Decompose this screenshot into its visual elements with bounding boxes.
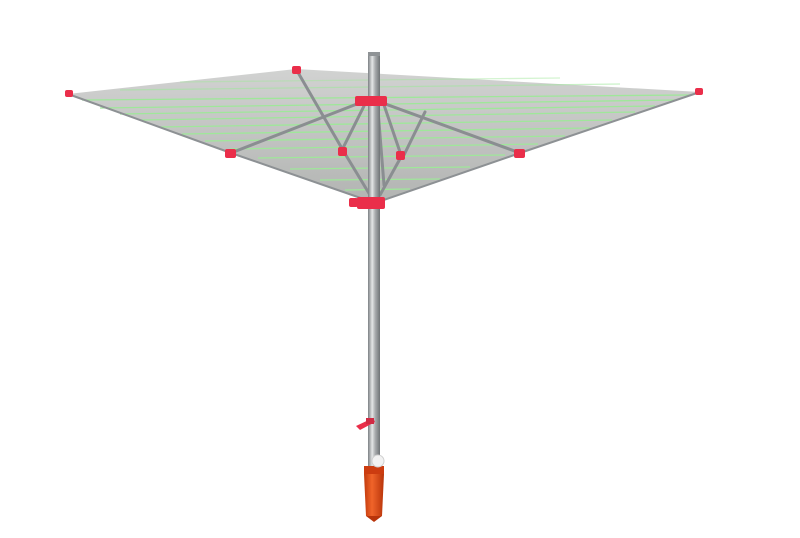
spike-cap — [371, 454, 385, 468]
arm-tip-connector — [695, 88, 703, 95]
strut-connector — [338, 147, 347, 156]
strut-connector — [396, 151, 405, 160]
frame-outline — [67, 91, 701, 204]
arm-tip-connector — [292, 66, 301, 74]
ground-spike — [364, 454, 385, 522]
arm-joint-connector — [225, 149, 236, 158]
height-clip — [356, 418, 375, 430]
central-pole — [368, 52, 380, 472]
connectors — [65, 66, 703, 209]
arm-joint-connector — [514, 149, 525, 158]
frame-corner-connector — [349, 198, 358, 207]
top-hub-connector — [355, 96, 387, 106]
lower-hub-connector — [357, 197, 385, 209]
arm-tip-connector — [65, 90, 73, 97]
